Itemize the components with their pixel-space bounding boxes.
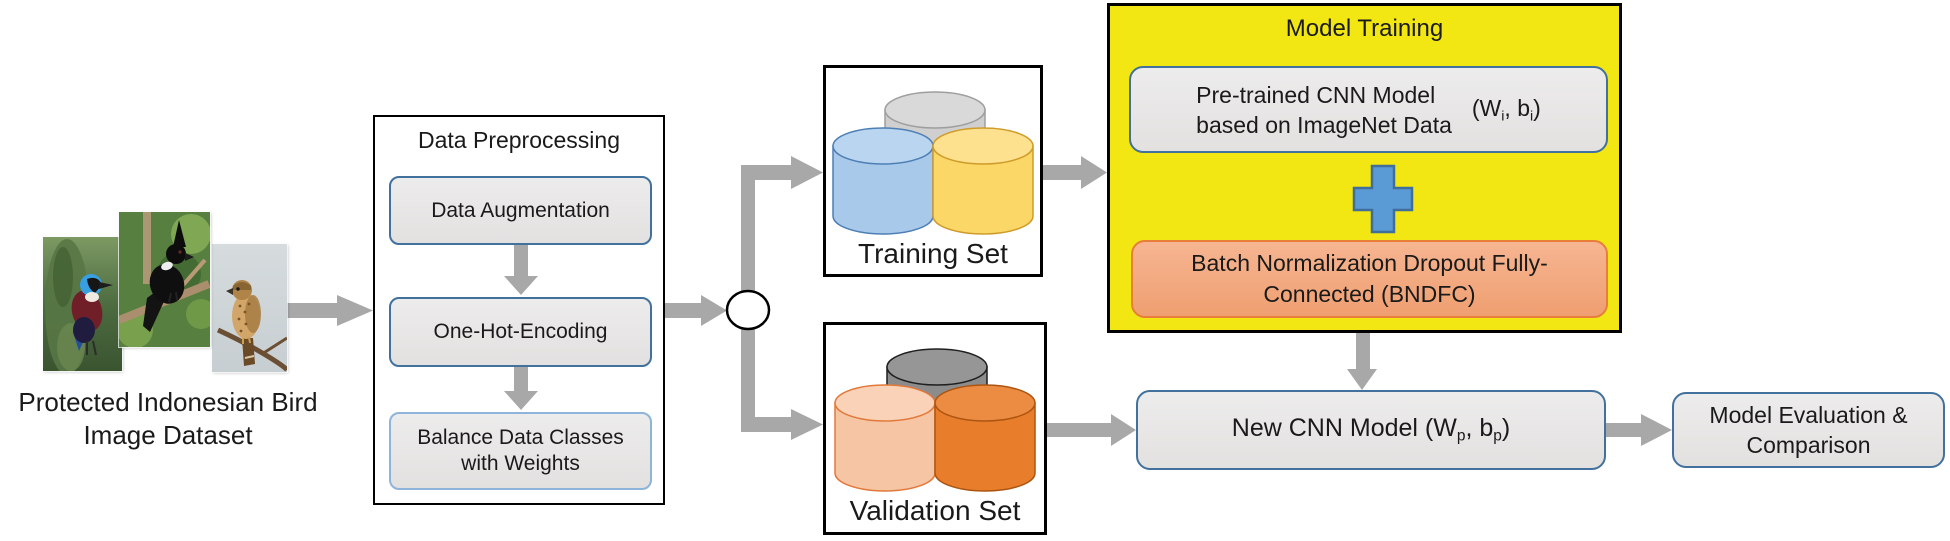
pretrained-cnn-box: Pre-trained CNN Model based on ImageNet …: [1129, 66, 1608, 153]
newcnn-to-eval-arrow: [1606, 414, 1672, 446]
training-set-cylinders: [832, 91, 1034, 235]
model-evaluation-box: Model Evaluation & Comparison: [1672, 392, 1945, 468]
training-set-label: Training Set: [858, 238, 1008, 269]
plus-icon: [1352, 164, 1414, 234]
model-evaluation-line2: Comparison: [1746, 432, 1871, 458]
split-circle-icon: [725, 289, 771, 331]
database-cylinder-icon: [834, 348, 1036, 492]
dataset-caption-line2: Image Dataset: [83, 420, 253, 450]
bird-photo-blue-headed: [43, 237, 122, 371]
dataset-caption-line1: Protected Indonesian Bird: [18, 387, 318, 417]
bndfc-box: Batch Normalization Dropout Fully- Conne…: [1131, 240, 1608, 318]
bird-photo-crested-jay: [119, 212, 210, 347]
database-cylinder-icon: [832, 91, 1034, 235]
new-cnn-model-text: New CNN Model (Wp, bp): [1231, 414, 1511, 445]
model-to-newcnn-arrow: [1347, 333, 1377, 390]
pretrained-line2: based on ImageNet Data: [1196, 111, 1452, 138]
validation-set-box: Validation Set: [823, 322, 1047, 535]
bndfc-line2: Connected (BNDFC): [1263, 281, 1476, 307]
step-data-augmentation: Data Augmentation: [389, 176, 652, 245]
training-set-box: Training Set: [823, 65, 1043, 277]
bird-photo-2-art: [119, 212, 210, 347]
step-one-hot-encoding: One-Hot-Encoding: [389, 297, 652, 367]
model-evaluation-line1: Model Evaluation &: [1709, 402, 1908, 428]
birds-to-preprocessing-arrow: [287, 295, 373, 326]
data-preprocessing-title: Data Preprocessing: [418, 127, 620, 153]
weights-bias-i: (Wi, bi): [1471, 94, 1541, 125]
bird-photo-1-art: [43, 237, 122, 371]
preprocessing-to-split-arrow: [665, 295, 727, 326]
model-training-title: Model Training: [1285, 15, 1444, 42]
bird-photo-3-art: [212, 244, 287, 372]
dataset-caption: Protected Indonesian Bird Image Dataset: [0, 386, 336, 452]
bird-photo-kestrel: [212, 244, 287, 372]
new-cnn-model-box: New CNN Model (Wp, bp): [1136, 390, 1606, 470]
data-preprocessing-box: Data Preprocessing Data Augmentation One…: [373, 115, 665, 505]
validation-to-newcnn-arrow: [1047, 414, 1136, 446]
bndfc-line1: Batch Normalization Dropout Fully-: [1191, 250, 1548, 276]
validation-set-cylinders: [834, 348, 1036, 492]
split-to-validation-arrow: [741, 409, 823, 440]
model-training-box: Model Training Pre-trained CNN Model bas…: [1107, 3, 1622, 333]
training-to-model-arrow: [1043, 156, 1107, 189]
validation-set-label: Validation Set: [849, 495, 1021, 526]
pretrained-cnn-text: Pre-trained CNN Model based on ImageNet …: [1196, 80, 1452, 140]
step-balance-classes: Balance Data Classes with Weights: [389, 412, 652, 490]
pretrained-line1: Pre-trained CNN Model: [1196, 81, 1436, 108]
split-to-training-arrow: [741, 156, 823, 189]
